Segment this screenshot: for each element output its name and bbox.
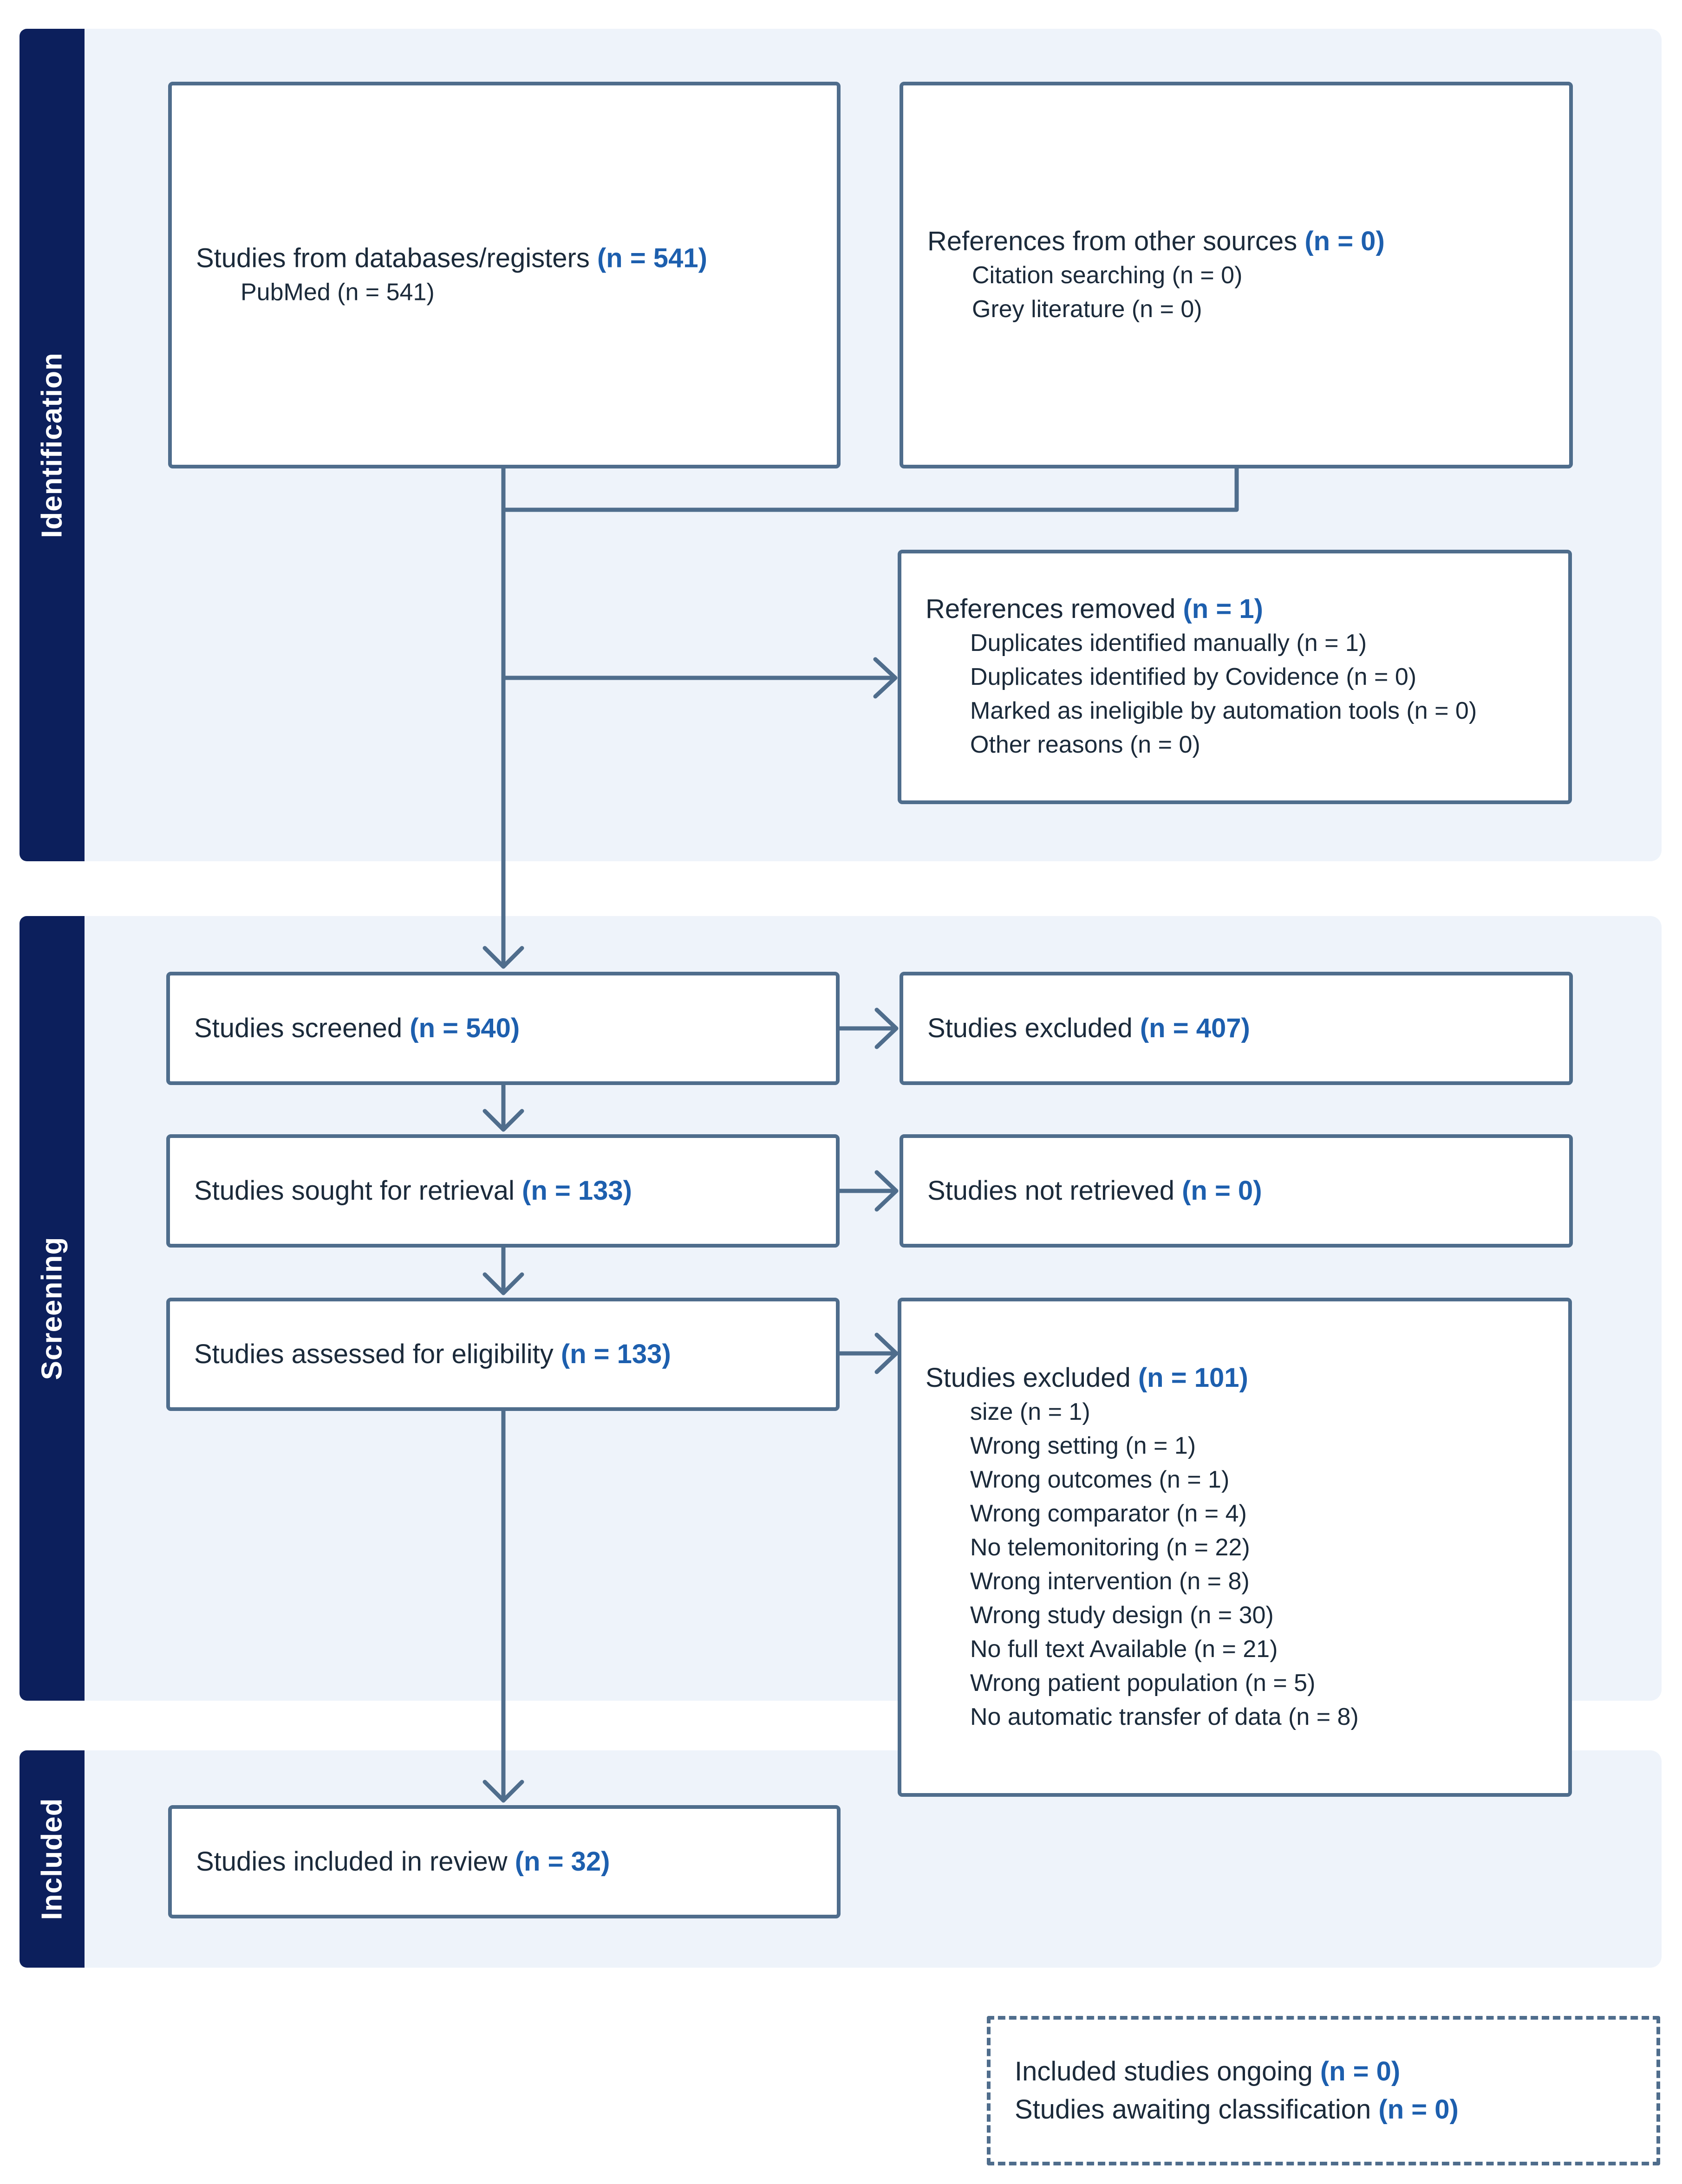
removed-item: Duplicates identified manually (n = 1) (970, 630, 1367, 656)
sought-arrowhead (482, 1109, 524, 1132)
excluded-screen-text: Studies excluded (n = 407) (927, 1011, 1555, 1046)
sought-text: Studies sought for retrieval (n = 133) (194, 1174, 822, 1208)
excluded-full-count: (n = 101) (1138, 1362, 1248, 1393)
not-retrieved-arrowhead (874, 1170, 899, 1212)
assessed-box: Studies assessed for eligibility (n = 13… (166, 1298, 840, 1411)
identification-sidebar: Identification (20, 29, 85, 861)
screened-box: Studies screened (n = 540) (166, 972, 840, 1085)
removed-count: (n = 1) (1183, 594, 1263, 624)
removed-item: Other reasons (n = 0) (970, 731, 1200, 758)
ongoing-count: (n = 0) (1320, 2056, 1401, 2086)
sought-box: Studies sought for retrieval (n = 133) (166, 1134, 840, 1248)
excluded-full-label: Studies excluded (926, 1362, 1138, 1393)
exclusion-reason: No full text Available (n = 21) (970, 1635, 1278, 1663)
excluded-full-box: Studies excluded (n = 101) size (n = 1) … (898, 1298, 1572, 1797)
assessed-arrowhead (482, 1272, 524, 1295)
excluded-full-text: Studies excluded (n = 101) size (n = 1) … (926, 1361, 1554, 1734)
exclusion-reason: No telemonitoring (n = 22) (970, 1534, 1250, 1561)
databases-box: Studies from databases/registers (n = 54… (168, 82, 841, 468)
included-box-label: Studies included in review (196, 1846, 515, 1877)
sought-label: Studies sought for retrieval (194, 1176, 522, 1206)
not-retrieved-box: Studies not retrieved (n = 0) (900, 1134, 1573, 1248)
included-box: Studies included in review (n = 32) (168, 1805, 841, 1918)
removed-item: Marked as ineligible by automation tools… (970, 697, 1477, 724)
screened-text: Studies screened (n = 540) (194, 1011, 822, 1046)
exclusion-reason: No automatic transfer of data (n = 8) (970, 1703, 1359, 1730)
other-sources-box: References from other sources (n = 0) Ci… (900, 82, 1573, 468)
other-sources-connector (501, 464, 1239, 512)
removed-label: References removed (926, 594, 1183, 624)
exclusion-reason: size (n = 1) (970, 1398, 1090, 1425)
databases-text: Studies from databases/registers (n = 54… (196, 241, 823, 309)
ongoing-label: Included studies ongoing (1015, 2056, 1320, 2086)
screening-sidebar: Screening (20, 916, 85, 1701)
not-retrieved-text: Studies not retrieved (n = 0) (927, 1174, 1555, 1208)
ongoing-awaiting-text: Included studies ongoing (n = 0) Studies… (1015, 2053, 1643, 2129)
other-sources-text: References from other sources (n = 0) Ci… (927, 224, 1555, 326)
included-sidebar: Included (20, 1750, 85, 1968)
removed-item: Duplicates identified by Covidence (n = … (970, 663, 1417, 690)
excluded-screen-box: Studies excluded (n = 407) (900, 972, 1573, 1085)
included-count: (n = 32) (515, 1846, 610, 1877)
exclusion-reason: Wrong intervention (n = 8) (970, 1567, 1250, 1595)
awaiting-count: (n = 0) (1378, 2094, 1459, 2125)
screened-count: (n = 540) (410, 1013, 520, 1043)
databases-count: (n = 541) (597, 243, 707, 273)
not-retrieved-count: (n = 0) (1182, 1176, 1262, 1206)
assessed-text: Studies assessed for eligibility (n = 13… (194, 1337, 822, 1372)
other-sources-item: Grey literature (n = 0) (972, 295, 1202, 323)
excluded-full-arrowhead (874, 1332, 899, 1374)
screened-arrowhead (482, 946, 524, 969)
databases-label: Studies from databases/registers (196, 243, 597, 273)
other-sources-label: References from other sources (927, 226, 1305, 256)
exclusion-reason: Wrong patient population (n = 5) (970, 1669, 1316, 1696)
excluded-screen-arrowhead (874, 1008, 899, 1049)
assessed-label: Studies assessed for eligibility (194, 1339, 561, 1369)
screened-label: Studies screened (194, 1013, 410, 1043)
exclusion-reason: Wrong setting (n = 1) (970, 1432, 1196, 1459)
other-sources-item: Citation searching (n = 0) (972, 261, 1243, 289)
removed-arrowhead (873, 657, 898, 699)
assessed-count: (n = 133) (561, 1339, 671, 1369)
exclusion-reason: Wrong outcomes (n = 1) (970, 1466, 1230, 1493)
excluded-screen-count: (n = 407) (1140, 1013, 1250, 1043)
removed-box: References removed (n = 1) Duplicates id… (898, 550, 1572, 804)
excluded-screen-label: Studies excluded (927, 1013, 1140, 1043)
included-text: Studies included in review (n = 32) (196, 1845, 823, 1879)
included-arrowhead (482, 1780, 524, 1803)
sought-count: (n = 133) (522, 1176, 632, 1206)
other-sources-count: (n = 0) (1304, 226, 1385, 256)
databases-item: PubMed (n = 541) (241, 279, 435, 306)
exclusion-reason: Wrong study design (n = 30) (970, 1601, 1274, 1629)
awaiting-label: Studies awaiting classification (1015, 2094, 1379, 2125)
not-retrieved-label: Studies not retrieved (927, 1176, 1182, 1206)
ongoing-awaiting-box: Included studies ongoing (n = 0) Studies… (987, 2016, 1660, 2165)
exclusion-reason: Wrong comparator (n = 4) (970, 1500, 1247, 1527)
removed-text: References removed (n = 1) Duplicates id… (926, 592, 1554, 762)
